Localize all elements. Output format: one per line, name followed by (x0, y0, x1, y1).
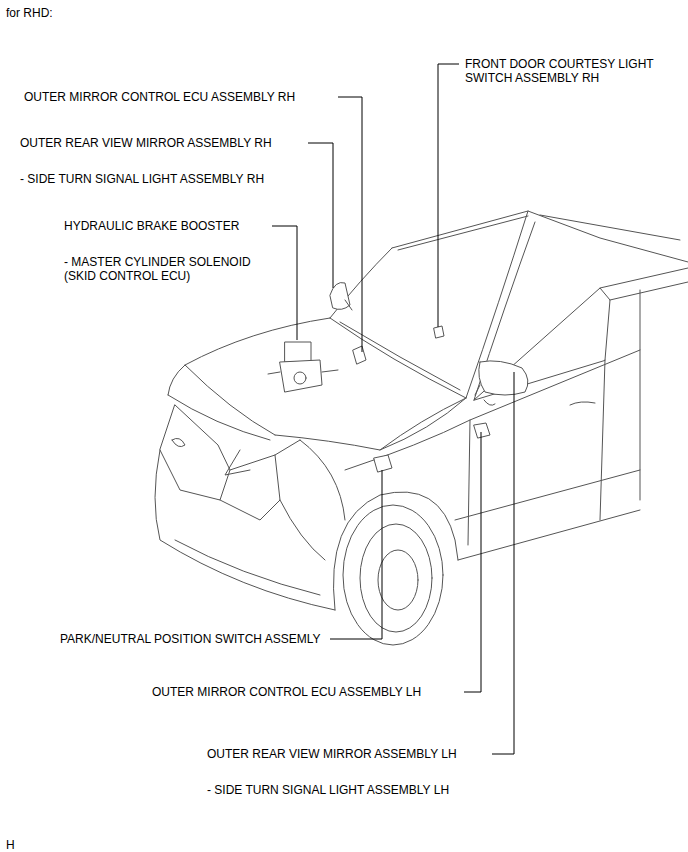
part-label: H (6, 838, 15, 852)
part-label: - SIDE TURN SIGNAL LIGHT ASSEMBLY RH (20, 172, 264, 186)
part-label: OUTER REAR VIEW MIRROR ASSEMBLY RH (20, 136, 272, 150)
part-label: - SIDE TURN SIGNAL LIGHT ASSEMBLY LH (207, 783, 449, 797)
part-label: HYDRAULIC BRAKE BOOSTER (64, 219, 239, 233)
part-label: FRONT DOOR COURTESY LIGHT SWITCH ASSEMBL… (465, 57, 680, 85)
part-label: PARK/NEUTRAL POSITION SWITCH ASSEMLY (60, 632, 321, 646)
part-label: OUTER MIRROR CONTROL ECU ASSEMBLY RH (24, 90, 295, 104)
part-label: OUTER REAR VIEW MIRROR ASSEMBLY LH (207, 747, 457, 761)
part-label: OUTER MIRROR CONTROL ECU ASSEMBLY LH (152, 685, 421, 699)
part-label: - MASTER CYLINDER SOLENOID (SKID CONTROL… (64, 255, 264, 283)
diagram-title: for RHD: (6, 6, 53, 20)
